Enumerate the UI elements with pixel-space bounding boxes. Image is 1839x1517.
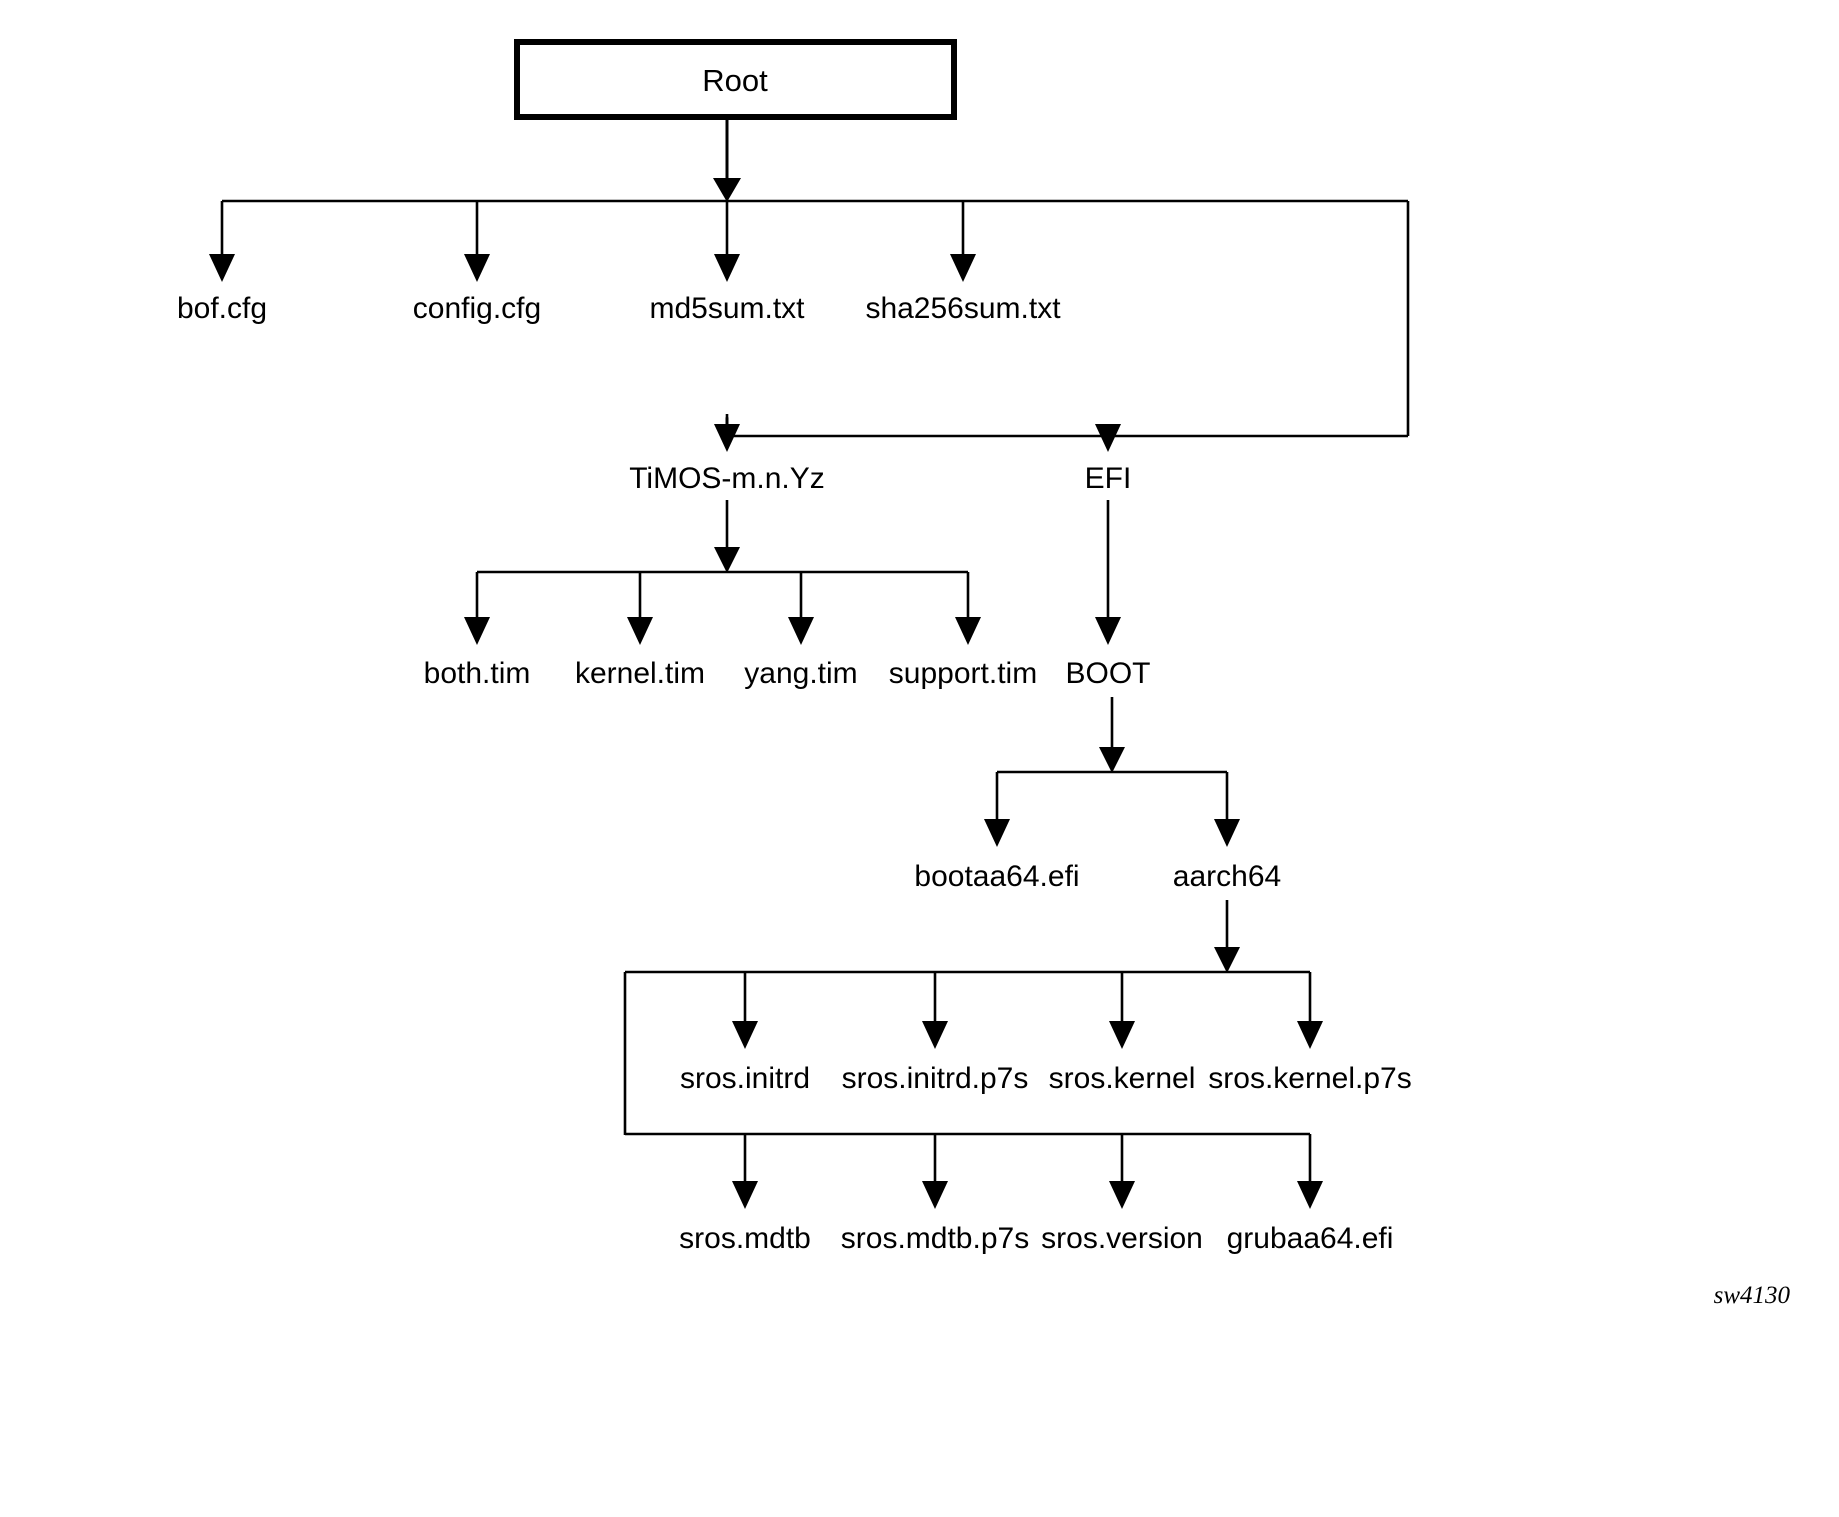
node-sros-kernel: sros.kernel <box>1049 1062 1196 1095</box>
node-timos: TiMOS-m.n.Yz <box>629 462 825 495</box>
node-yang-tim: yang.tim <box>744 657 857 690</box>
node-grubaa64-efi: grubaa64.efi <box>1227 1222 1394 1255</box>
arrowhead-efi <box>1095 424 1121 452</box>
node-support-tim: support.tim <box>889 657 1037 690</box>
node-efi: EFI <box>1085 462 1132 495</box>
node-md5sum-txt: md5sum.txt <box>649 292 805 325</box>
node-kernel-tim: kernel.tim <box>575 657 705 690</box>
arrowhead-md5sum-txt <box>714 254 740 282</box>
root-label: Root <box>702 63 768 98</box>
node-bootaa64-efi: bootaa64.efi <box>914 860 1079 893</box>
arrowhead-kernel-tim <box>627 617 653 645</box>
arrowhead-bof-cfg <box>209 254 235 282</box>
arrowhead-boot <box>1095 617 1121 645</box>
node-config-cfg: config.cfg <box>413 292 541 325</box>
node-sros-version: sros.version <box>1041 1222 1203 1255</box>
arrowhead-root-to-bus1 <box>713 178 741 202</box>
node-sros-mdtb: sros.mdtb <box>679 1222 811 1255</box>
arrowhead-config-cfg <box>464 254 490 282</box>
arrowhead-aarch64-to-bus5 <box>1214 947 1240 973</box>
arrowhead-bootaa64-efi <box>984 819 1010 847</box>
arrowhead-sha256sum-txt <box>950 254 976 282</box>
node-sros-initrd-p7s: sros.initrd.p7s <box>842 1062 1029 1095</box>
arrowhead-yang-tim <box>788 617 814 645</box>
arrowhead-sros-initrd-p7s <box>922 1021 948 1049</box>
arrowhead-timos <box>714 424 740 452</box>
node-aarch64: aarch64 <box>1173 860 1281 893</box>
arrowhead-timos-to-bus3 <box>714 547 740 573</box>
arrowhead-sros-kernel <box>1109 1021 1135 1049</box>
figure-id-label: sw4130 <box>1714 1282 1791 1309</box>
arrowhead-sros-mdtb <box>732 1181 758 1209</box>
node-sros-initrd: sros.initrd <box>680 1062 810 1095</box>
arrowhead-sros-version <box>1109 1181 1135 1209</box>
node-bof-cfg: bof.cfg <box>177 292 267 325</box>
node-sros-mdtb-p7s: sros.mdtb.p7s <box>841 1222 1029 1255</box>
arrowhead-sros-kernel-p7s <box>1297 1021 1323 1049</box>
arrowhead-sros-initrd <box>732 1021 758 1049</box>
arrowhead-boot-to-bus4 <box>1099 747 1125 773</box>
node-both-tim: both.tim <box>424 657 531 690</box>
arrowhead-support-tim <box>955 617 981 645</box>
arrowhead-sros-mdtb-p7s <box>922 1181 948 1209</box>
arrowhead-aarch64 <box>1214 819 1240 847</box>
arrowhead-both-tim <box>464 617 490 645</box>
root-box <box>514 39 957 120</box>
node-sha256sum-txt: sha256sum.txt <box>865 292 1061 325</box>
arrowhead-grubaa64-efi <box>1297 1181 1323 1209</box>
node-sros-kernel-p7s: sros.kernel.p7s <box>1208 1062 1411 1095</box>
node-boot: BOOT <box>1065 657 1150 690</box>
